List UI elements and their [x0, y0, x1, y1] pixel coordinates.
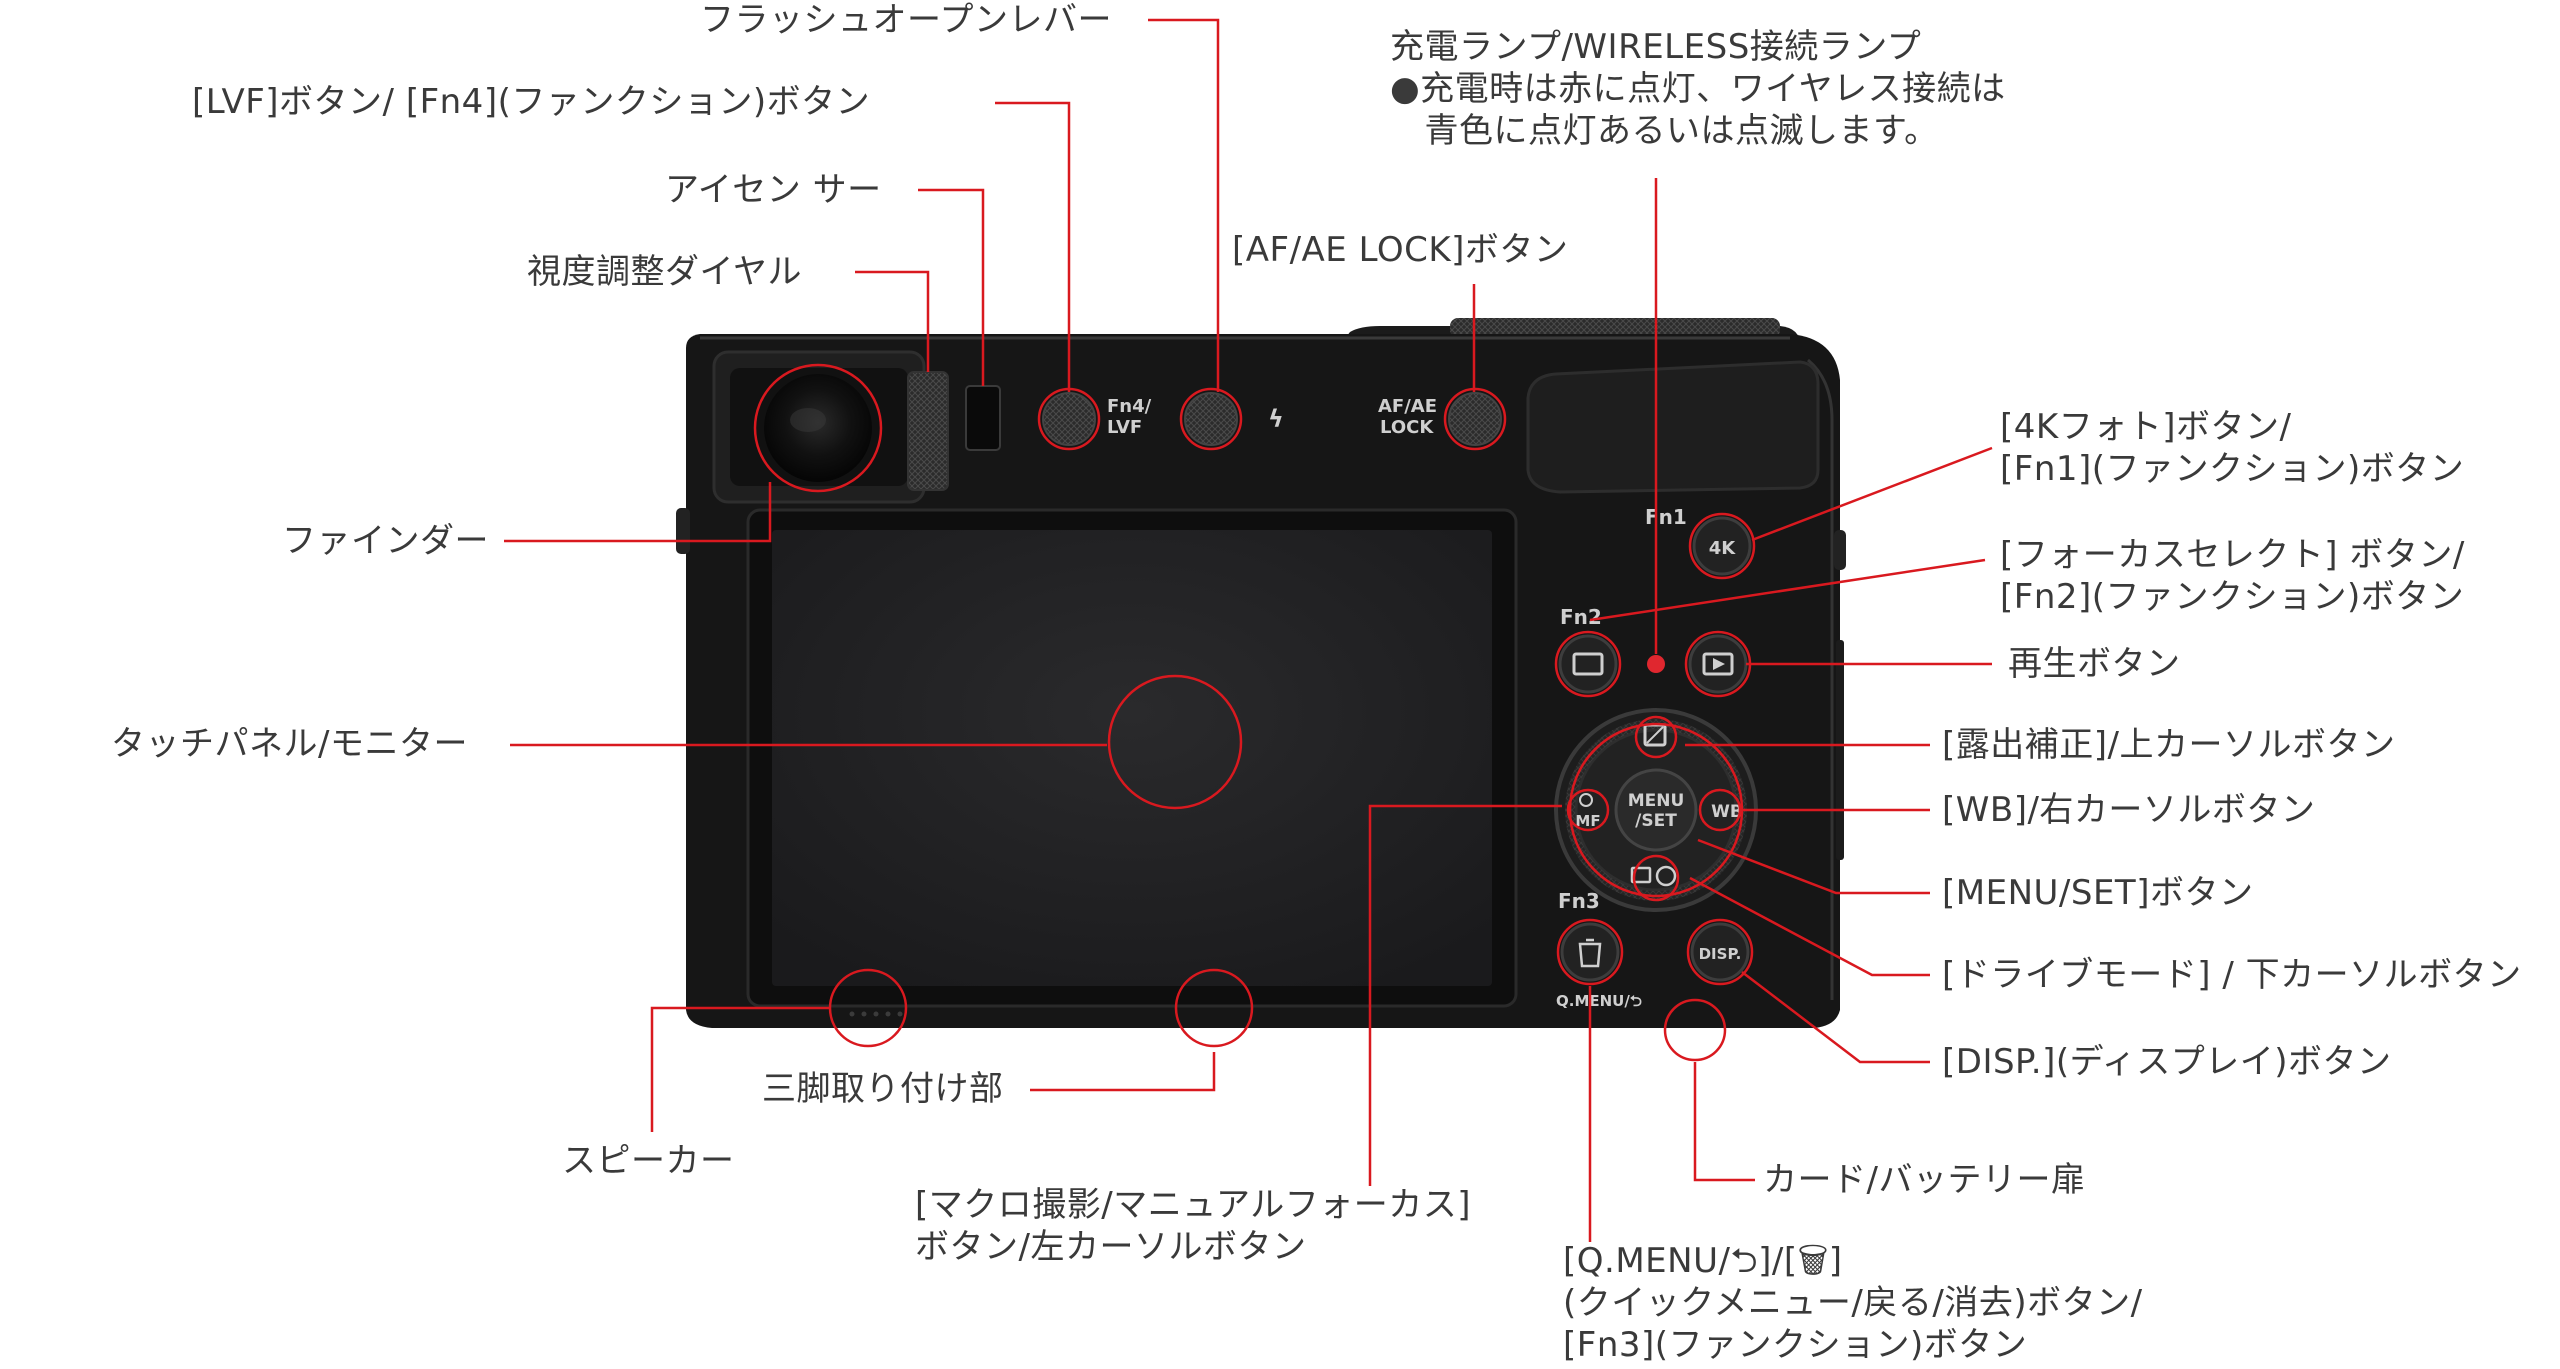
- disp-caption: DISP.: [1699, 945, 1742, 963]
- label-card-door: カード/バッテリー扉: [1763, 1160, 2086, 1200]
- 4k-photo-line-2: [Fn1](ファンクション)ボタン: [2000, 449, 2465, 489]
- label-macro-left: [マクロ撮影/マニュアルフォーカス] ボタン/左カーソルボタン: [915, 1184, 1471, 1268]
- set-caption: /SET: [1635, 811, 1677, 831]
- label-disp: [DISP.](ディスプレイ)ボタン: [1942, 1042, 2392, 1082]
- callout-circles: [753, 363, 1756, 1062]
- wb-icon: WB: [1711, 802, 1743, 822]
- menu-set-button-shape[interactable]: [1614, 768, 1698, 852]
- label-playback: 再生ボタン: [2008, 644, 2181, 684]
- fn4-lvf-caption-1: Fn4/: [1107, 396, 1152, 417]
- focus-select-line-1: [フォーカスセレクト] ボタン/: [2000, 535, 2465, 575]
- charge-lamp-line-3: 青色に点灯あるいは点滅します。: [1390, 111, 1939, 151]
- fn4-lvf-caption-2: LVF: [1107, 417, 1142, 438]
- 4k-photo-button-shape[interactable]: [1692, 516, 1752, 576]
- fn2-caption: Fn2: [1560, 605, 1602, 629]
- charge-lamp-line-2: ●充電時は赤に点灯、ワイヤレス接続は: [1390, 69, 2006, 109]
- qmenu-trash-button-shape[interactable]: [1560, 922, 1620, 982]
- qmenu-line-3: [Fn3](ファンクション)ボタン: [1563, 1325, 2028, 1365]
- speaker-holes: [849, 1011, 903, 1017]
- fn3-caption: Fn3: [1558, 889, 1600, 913]
- macro-left-line-1: [マクロ撮影/マニュアルフォーカス]: [915, 1185, 1471, 1225]
- label-wb-right: [WB]/右カーソルボタン: [1942, 790, 2316, 830]
- charge-lamp: [1647, 655, 1665, 673]
- label-charge-lamp: 充電ランプ/WIRELESS接続ランプ ●充電時は赤に点灯、ワイヤレス接続は 青…: [1390, 26, 2006, 152]
- leader-lines: [504, 18, 1993, 1242]
- label-lvf-button: [LVF]ボタン/ [Fn4](ファンクション)ボタン: [192, 82, 871, 122]
- label-diopter-dial: 視度調整ダイヤル: [527, 252, 802, 292]
- menu-caption: MENU: [1628, 791, 1685, 811]
- charge-lamp-line-1: 充電ランプ/WIRELESS接続ランプ: [1390, 27, 1922, 67]
- label-touch-panel: タッチパネル/モニター: [111, 724, 468, 764]
- flash-icon: ϟ: [1268, 405, 1284, 433]
- focus-select-line-2: [Fn2](ファンクション)ボタン: [2000, 577, 2465, 617]
- label-menu-set: [MENU/SET]ボタン: [1942, 873, 2254, 913]
- touch-monitor-screen[interactable]: [772, 530, 1492, 986]
- label-tripod: 三脚取り付け部: [762, 1069, 1004, 1109]
- 4k-photo-line-1: [4Kフォト]ボタン/: [2000, 407, 2292, 447]
- label-drive-down: [ドライブモード] / 下カーソルボタン: [1942, 955, 2522, 995]
- disp-button-shape[interactable]: [1690, 922, 1750, 982]
- af-ae-lock-caption-1: AF/AE: [1378, 396, 1437, 417]
- qmenu-caption: Q.MENU/⮌: [1556, 992, 1642, 1010]
- label-speaker: スピーカー: [562, 1141, 735, 1181]
- diopter-dial[interactable]: [907, 371, 949, 491]
- label-flash-lever: フラッシュオープンレバー: [700, 0, 1112, 40]
- label-focus-select: [フォーカスセレクト] ボタン/ [Fn2](ファンクション)ボタン: [2000, 534, 2465, 618]
- label-af-ae-lock: [AF/AE LOCK]ボタン: [1232, 230, 1569, 270]
- fn4-lvf-button-shape[interactable]: [1042, 392, 1096, 446]
- label-eye-sensor: アイセン サー: [665, 170, 882, 210]
- label-finder: ファインダー: [282, 521, 489, 561]
- af-ae-lock-button-shape[interactable]: [1448, 392, 1502, 446]
- flash-lever-shape[interactable]: [1184, 392, 1238, 446]
- qmenu-line-1: [Q.MENU/⮌]/[🗑]: [1563, 1241, 1843, 1281]
- focus-select-button-shape[interactable]: [1558, 634, 1618, 694]
- qmenu-line-2: (クイックメニュー/戻る/消去)ボタン/: [1563, 1283, 2143, 1323]
- label-qmenu-fn3: [Q.MENU/⮌]/[🗑] (クイックメニュー/戻る/消去)ボタン/ [Fn3…: [1563, 1240, 2143, 1366]
- thumb-rest: [1526, 360, 1820, 494]
- af-ae-lock-caption-2: LOCK: [1380, 417, 1434, 438]
- fn1-caption: Fn1: [1645, 505, 1687, 529]
- 4k-icon: 4K: [1709, 538, 1737, 559]
- label-exposure-up: [露出補正]/上カーソルボタン: [1942, 725, 2396, 765]
- macro-left-line-2: ボタン/左カーソルボタン: [915, 1227, 1307, 1267]
- label-4k-photo: [4Kフォト]ボタン/ [Fn1](ファンクション)ボタン: [2000, 406, 2464, 490]
- eye-sensor: [965, 385, 1001, 451]
- drive-mode-icon: [1630, 866, 1652, 884]
- mf-icon: MF: [1575, 812, 1600, 830]
- trash-icon: [1578, 938, 1602, 968]
